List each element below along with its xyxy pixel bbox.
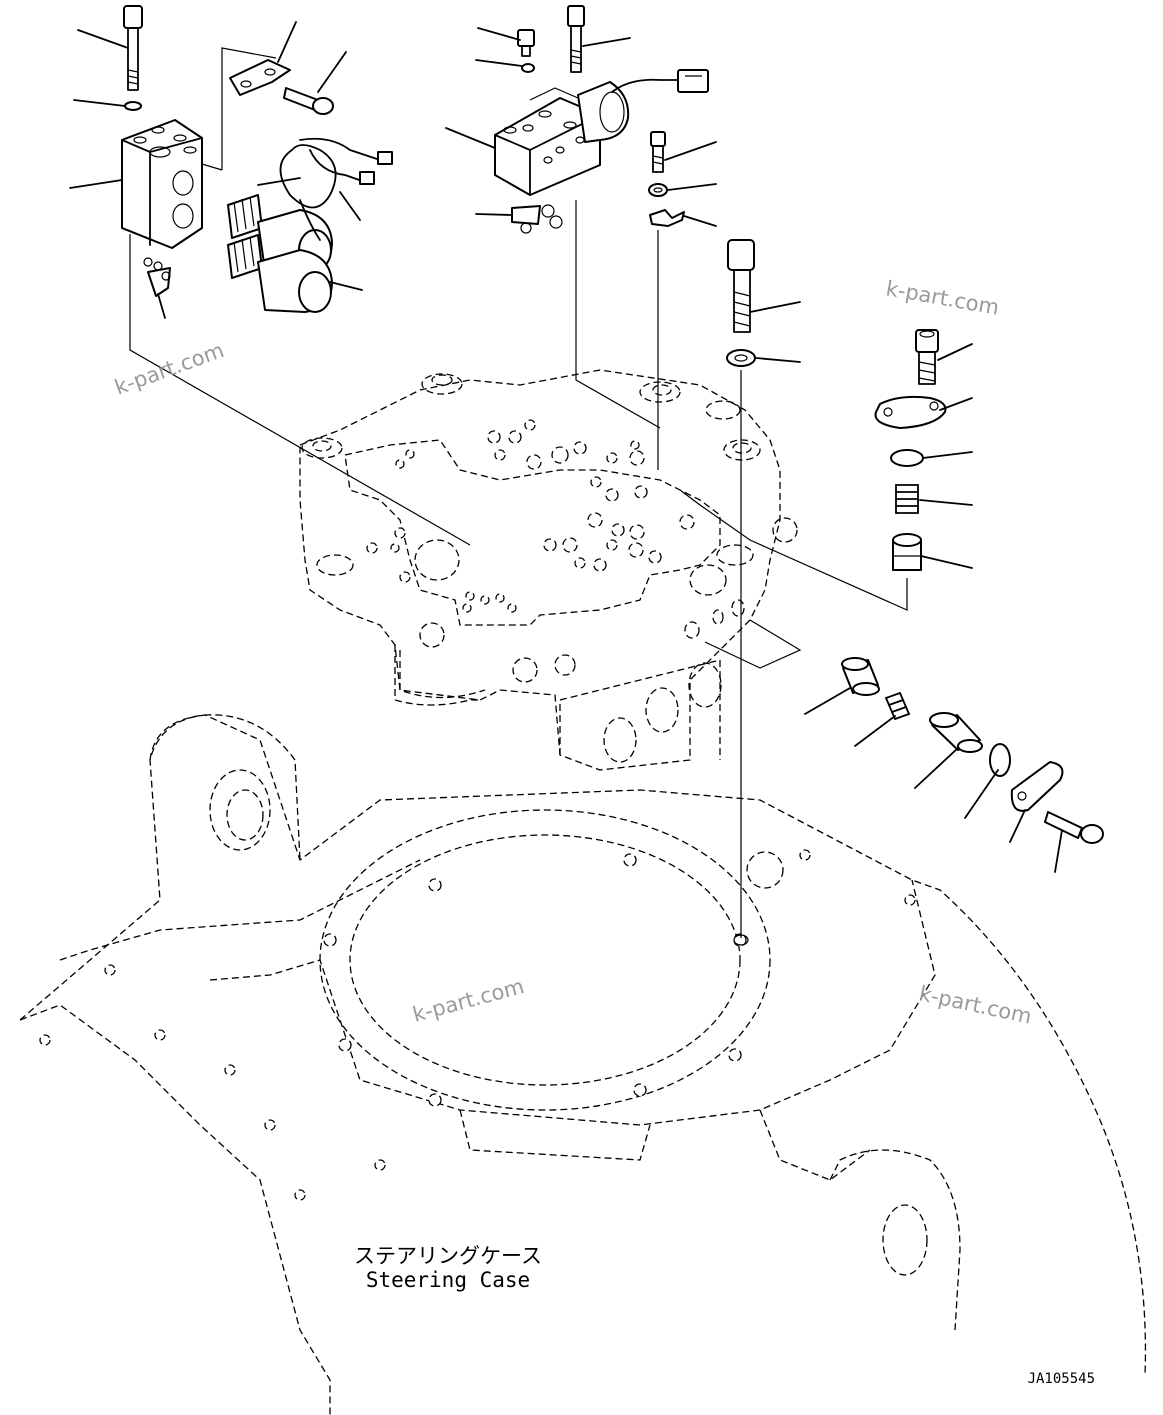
watermark: k-part.com	[917, 981, 1034, 1028]
watermark: k-part.com	[884, 276, 1001, 319]
valve-body-outline	[299, 369, 798, 771]
solenoid-valve-top	[445, 5, 709, 234]
mounting-bolt	[726, 239, 801, 367]
drawing-code: JA105545	[1028, 1371, 1095, 1387]
watermark: k-part.com	[410, 974, 527, 1027]
regulator-valve-stack	[804, 657, 1104, 873]
assembly-leader-lines	[129, 200, 908, 946]
watermark: k-part.com	[112, 338, 228, 400]
solenoid-valve-assembly	[69, 5, 393, 319]
steering-case-outline	[19, 714, 1147, 1415]
relief-valve-stack	[874, 329, 973, 571]
steering-case-label-jp: ステアリングケース	[354, 1244, 542, 1268]
steering-case-label-en: Steering Case	[366, 1268, 530, 1292]
bolt-washer-stack	[648, 131, 717, 227]
